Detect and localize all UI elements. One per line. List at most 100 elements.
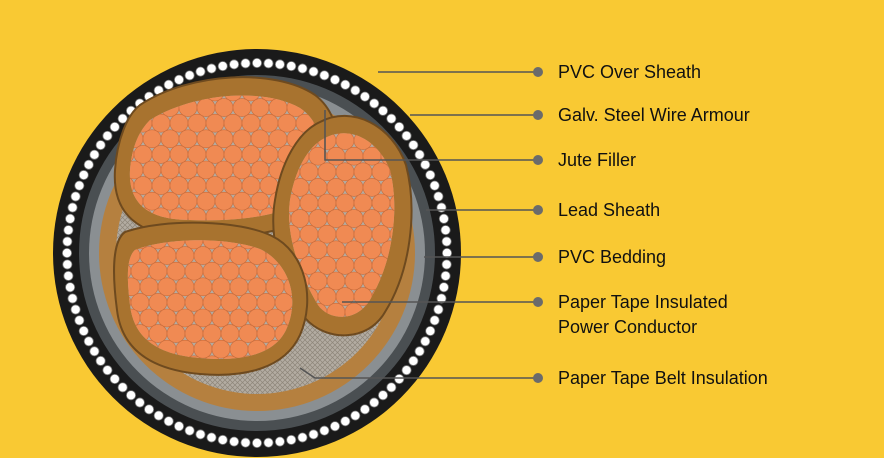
armour-wire-bead [394,373,405,384]
copper-strand [250,98,270,117]
label-paper-tape-insulated-line1: Paper Tape Insulated [558,292,728,312]
armour-wire-bead [429,315,440,326]
copper-strand [317,256,337,275]
armour-wire-bead [438,213,449,224]
copper-strand [265,277,285,297]
armour-wire-bead [74,315,85,326]
copper-strand [214,129,234,149]
label-lead-sheath: Lead Sheath [558,200,661,220]
armour-wire-bead [319,70,330,81]
armour-wire-bead [408,355,419,366]
armour-wire-bead [369,397,380,408]
copper-strand [202,324,222,343]
copper-strand [299,224,319,244]
copper-strand [380,178,395,197]
armour-wire-bead [65,213,76,224]
copper-strand [139,277,159,297]
armour-wire-bead [394,122,405,133]
copper-strand [238,293,258,312]
armour-wire-bead [251,437,262,448]
armour-wire-bead [89,346,100,357]
copper-strand [344,240,364,260]
copper-strand [193,246,213,265]
copper-strand [344,209,364,228]
copper-strand [193,277,213,297]
armour-wire-bead [134,397,145,408]
armour-wire-bead [174,74,185,85]
armour-wire-bead [240,437,251,448]
copper-strand [335,287,355,306]
copper-strand [142,160,162,180]
copper-strand [160,160,180,180]
copper-strand [178,129,198,149]
copper-strand [148,324,168,343]
copper-strand [353,256,373,275]
copper-strand [259,176,279,195]
copper-strand [142,129,162,149]
copper-strand [335,224,355,244]
copper-strand [202,355,222,360]
armour-wire-bead [377,390,388,401]
copper-strand [229,339,249,359]
copper-strand [335,162,355,182]
copper-strand [184,240,204,250]
copper-strand [353,224,373,244]
copper-strand [130,293,150,312]
armour-wire-bead [217,434,228,445]
copper-strand [169,113,189,133]
armour-wire-bead [408,140,419,151]
copper-strand [317,193,337,213]
copper-strand [308,209,328,228]
armour-wire-bead [117,382,128,393]
armour-wire-bead [436,293,447,304]
copper-strand [371,193,391,213]
armour-wire-bead [240,58,251,69]
armour-wire-bead [184,70,195,81]
copper-strand [362,209,382,228]
copper-strand [268,98,288,117]
armour-wire-bead [319,425,330,436]
armour-wire-bead [109,122,120,133]
armour-wire-bead [359,91,370,102]
copper-strand [130,261,150,281]
copper-strand [175,277,195,297]
armour-wire-beads [62,58,452,448]
copper-strand [184,293,204,312]
copper-strand [211,277,231,297]
armour-wire-bead [195,66,206,77]
armour-wire-bead [109,373,120,384]
copper-strand [211,308,231,328]
armour-wire-bead [414,346,425,357]
copper-strand [247,308,267,328]
copper-strand [196,160,216,180]
copper-strand [187,176,207,195]
copper-strand [151,176,171,195]
armour-wire-bead [163,79,174,90]
copper-strand [259,113,279,133]
armour-wire-bead [263,58,274,69]
armour-wire-bead [70,191,81,202]
copper-strand [380,209,395,228]
copper-strand [389,224,395,244]
armour-wire-bead [350,85,361,96]
copper-strand [308,240,328,260]
copper-strand [317,162,337,182]
copper-strand [175,246,195,265]
armour-wire-bead [386,382,397,393]
copper-strand [205,176,225,195]
copper-strand [202,240,222,250]
armour-wire-bead [340,79,351,90]
copper-strand [184,355,204,360]
armour-wire-bead [195,429,206,440]
copper-strand [157,308,177,328]
armour-wire-bead [184,425,195,436]
armour-wire-bead [329,74,340,85]
copper-strand [166,261,186,281]
copper-strand [169,176,189,195]
copper-strand [139,308,159,328]
armour-wire-bead [308,66,319,77]
armour-wire-bead [62,247,73,258]
armour-wire-bead [425,170,436,181]
copper-strand [214,160,234,180]
armour-wire-bead [433,191,444,202]
